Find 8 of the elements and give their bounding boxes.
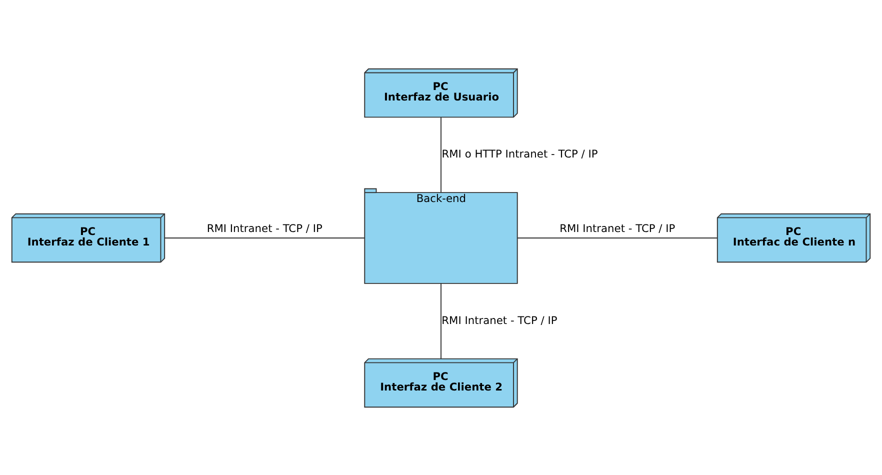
edge-label: RMI Intranet - TCP / IP: [206, 222, 322, 235]
connector: [440, 116, 442, 192]
edge-label: RMI Intranet - TCP / IP: [442, 313, 558, 326]
connector: [164, 237, 366, 238]
edge-label: RMI Intranet - TCP / IP: [560, 222, 676, 235]
connector: [440, 282, 442, 359]
edge-label: RMI o HTTP Intranet - TCP / IP: [442, 147, 598, 160]
connector: [517, 237, 718, 238]
